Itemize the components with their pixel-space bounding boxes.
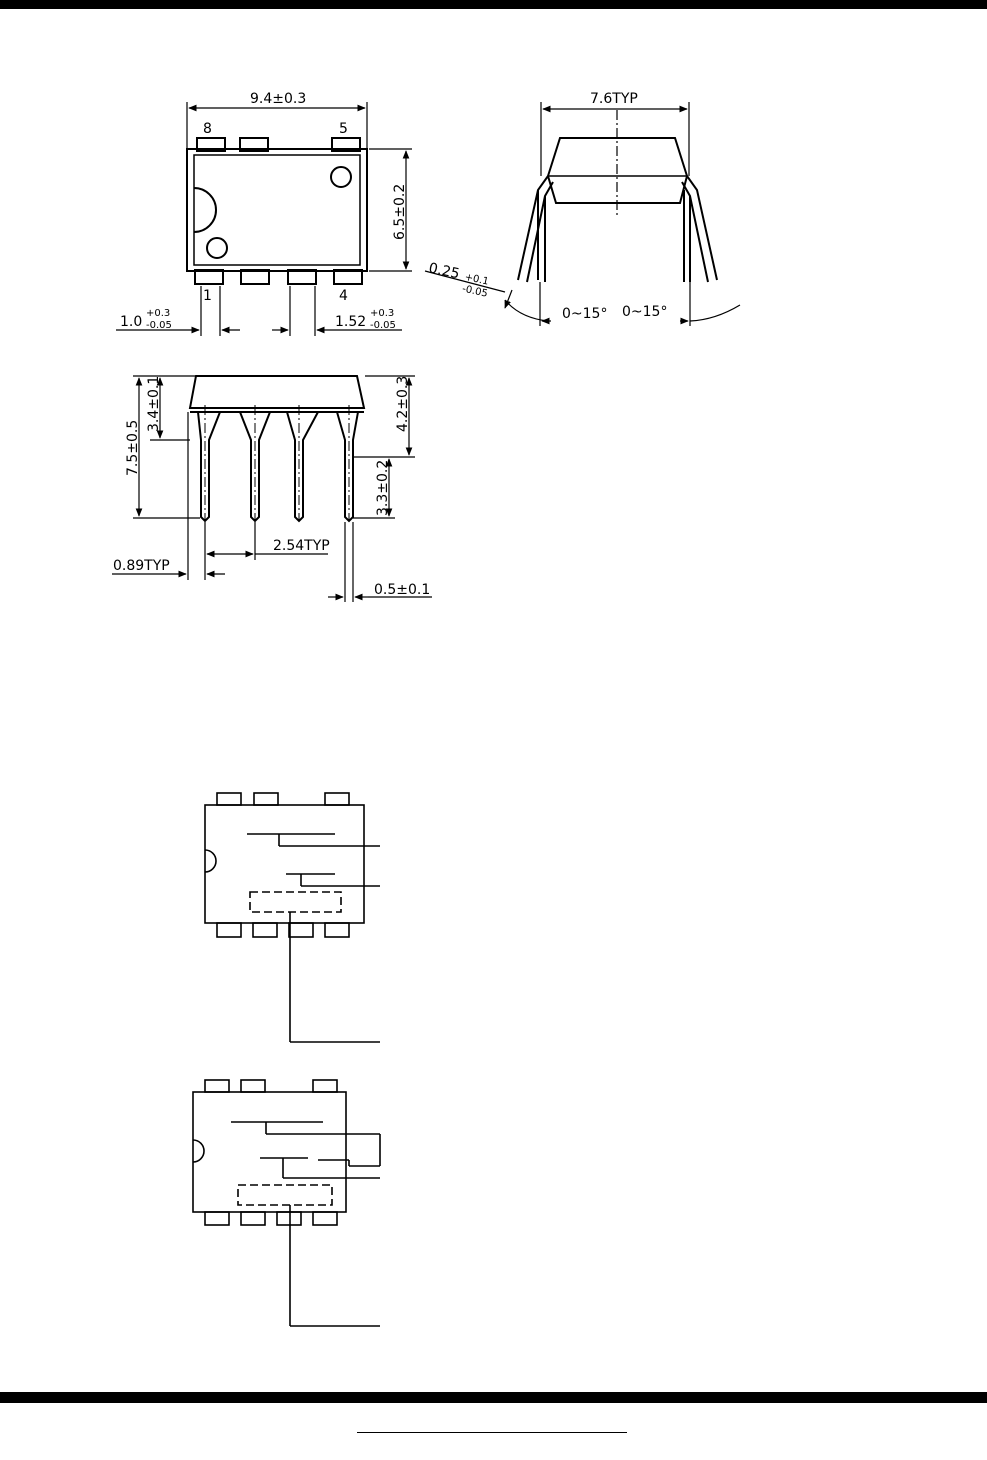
footer-link-underline — [357, 1432, 627, 1433]
dim-lead-angle-left: 0~15° — [562, 306, 607, 322]
top-pin-8 — [196, 137, 226, 152]
dim-body-length: 9.4±0.3 — [250, 91, 306, 107]
top-pin-2 — [240, 269, 270, 285]
end-view — [517, 137, 718, 283]
marking-1-lot-box — [249, 891, 342, 913]
dim-lead-angle-right: 0~15° — [622, 304, 667, 320]
dim-body-width: 6.5±0.2 — [392, 184, 408, 240]
marking-2-lot-box — [237, 1184, 333, 1206]
dim-body-height: 3.4±0.1 — [146, 376, 162, 432]
pin-label-1: 1 — [203, 288, 212, 304]
dim-row-spacing: 7.6TYP — [590, 91, 638, 107]
dim-pin1-width-plus: +0.3 — [146, 308, 170, 319]
top-border-bar — [0, 0, 987, 9]
dim-lead-thickness-plus: +0.1 — [464, 272, 490, 288]
side-view-body — [188, 375, 366, 409]
end-view-left-lead — [517, 175, 554, 283]
dim-lead-thickness-minus: -0.05 — [461, 284, 489, 300]
pin-label-8: 8 — [203, 121, 212, 137]
ejector-mark-right — [330, 166, 352, 188]
orientation-notch — [193, 187, 217, 233]
dim-total-height: 7.5±0.5 — [125, 420, 141, 476]
marking-1-notch — [204, 849, 217, 873]
side-lead-3 — [286, 411, 319, 523]
bottom-border-bar — [0, 1392, 987, 1403]
top-pin-1 — [194, 269, 224, 285]
dim-seat-height: 4.2±0.3 — [395, 376, 411, 432]
dim-pin-pitch-minus: -0.05 — [370, 320, 396, 331]
top-pin-3 — [287, 269, 317, 285]
top-view-body — [186, 148, 368, 272]
marking-diagram-1 — [204, 792, 380, 1043]
pin1-indicator-dot — [206, 237, 228, 259]
dim-pin-pitch-plus: +0.3 — [370, 308, 394, 319]
top-pin-7 — [239, 137, 269, 152]
top-pin-5 — [331, 137, 361, 152]
top-pin-4 — [333, 269, 363, 285]
marking-2-notch — [192, 1139, 205, 1163]
side-lead-4 — [336, 411, 359, 523]
marking-2-body — [192, 1091, 347, 1213]
side-lead-2 — [239, 411, 271, 523]
side-lead-1 — [197, 411, 221, 523]
marking-diagram-2 — [192, 1079, 381, 1327]
top-view-body-inner — [193, 154, 361, 266]
dim-lead-pitch: 2.54TYP — [273, 538, 330, 554]
dim-pin-pitch-base: 1.52 — [335, 314, 366, 330]
dim-lead-thickness-base: 0.25 — [427, 260, 461, 282]
end-view-right-lead — [681, 175, 718, 283]
dim-lead-width: 0.5±0.1 — [374, 582, 430, 598]
pin-label-4: 4 — [339, 288, 348, 304]
dim-lead-length: 3.3±0.2 — [375, 460, 391, 516]
dim-lead-offset: 0.89TYP — [113, 558, 170, 574]
marking-1-body — [204, 804, 365, 924]
dim-pin1-width-minus: -0.05 — [146, 320, 172, 331]
top-view — [186, 137, 368, 285]
side-view — [188, 375, 366, 523]
dim-pin1-width-base: 1.0 — [120, 314, 142, 330]
pin-label-5: 5 — [339, 121, 348, 137]
